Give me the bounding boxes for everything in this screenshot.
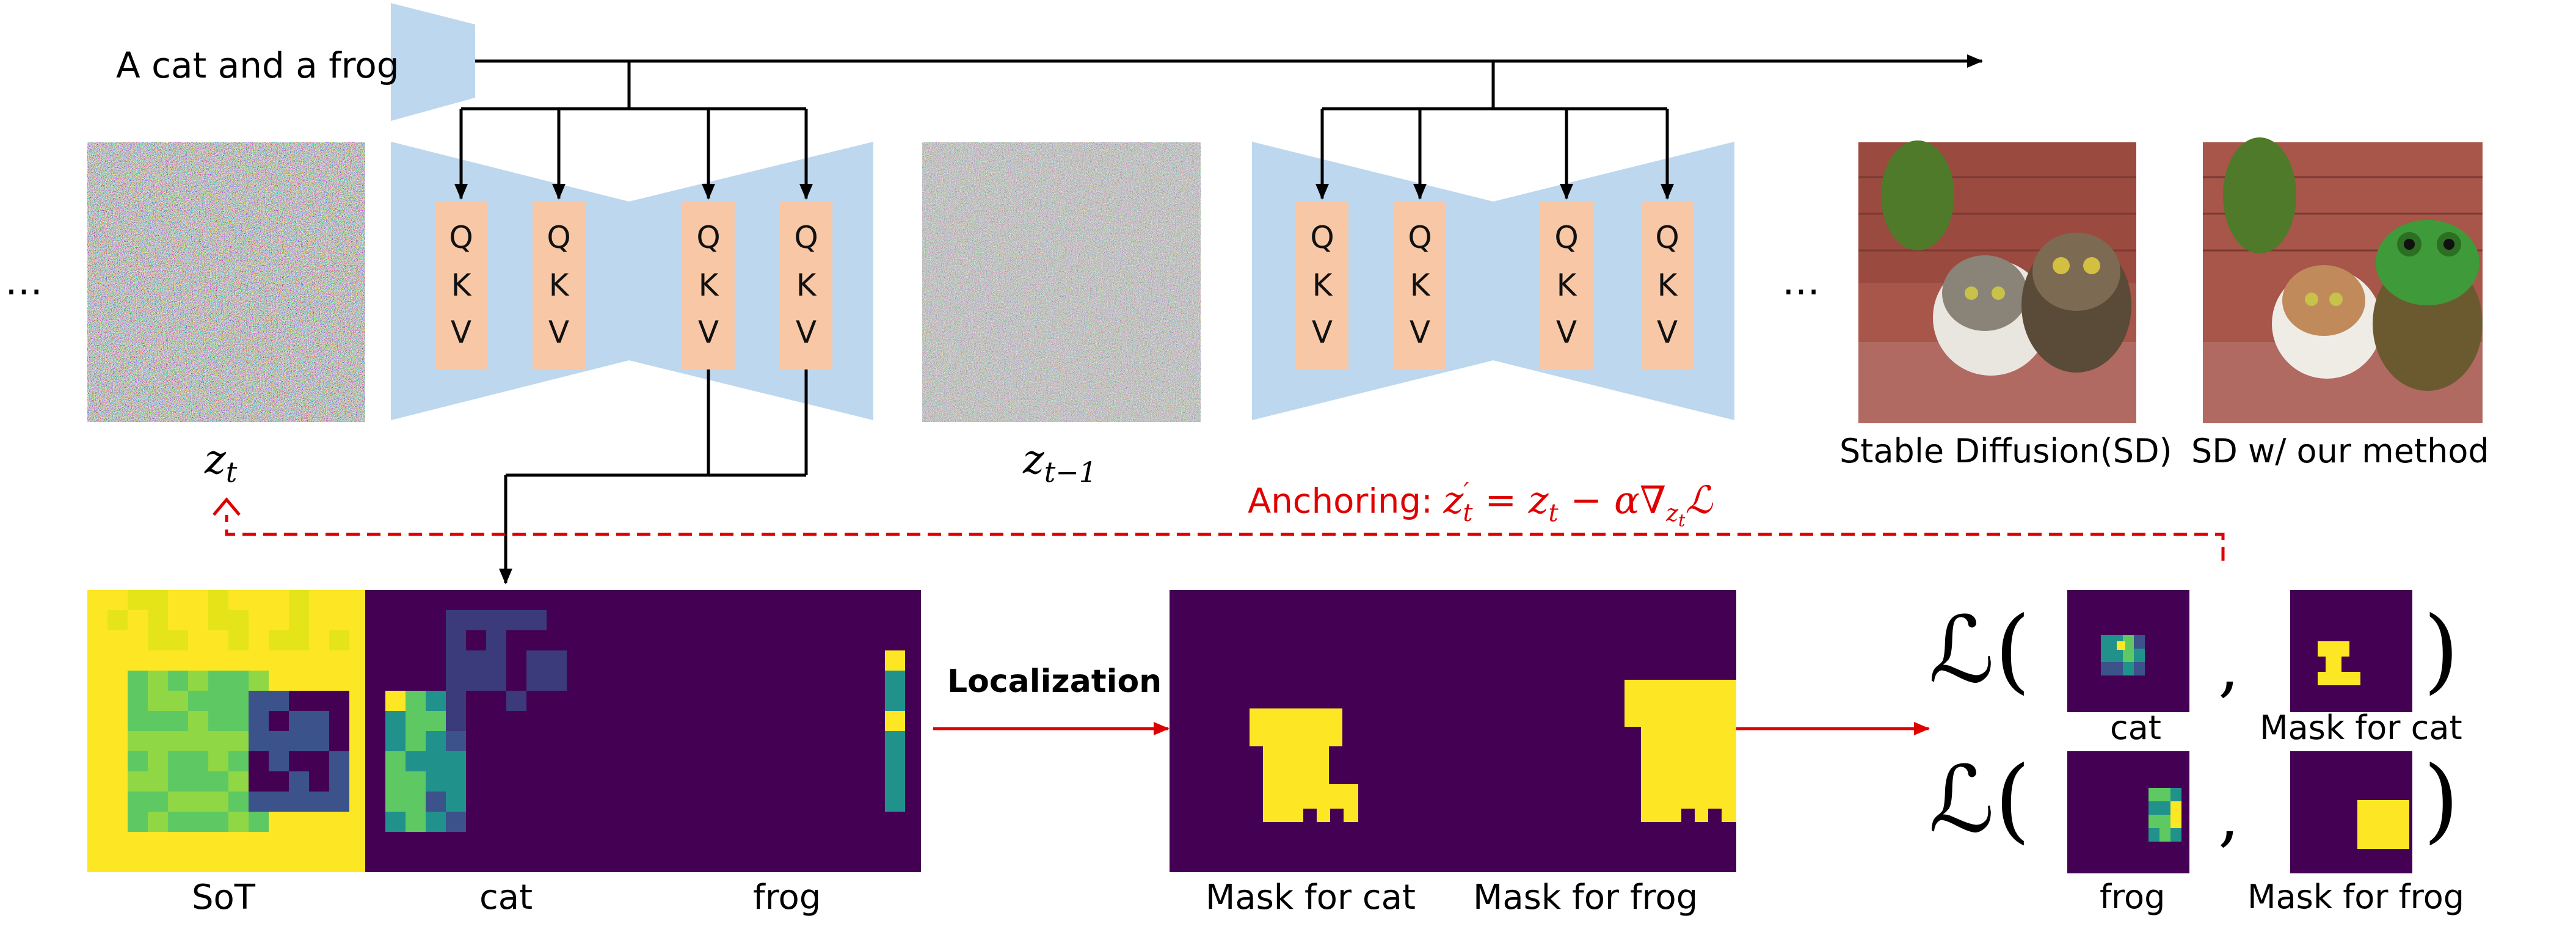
sd-output-caption: Stable Diffusion(SD) (1839, 432, 2172, 470)
loss-close-2: ) (2423, 747, 2459, 853)
v-label: V (548, 315, 570, 351)
qkv-block-1: Q K V (435, 202, 487, 370)
mask-frog-shape (1625, 680, 1736, 822)
v-label: V (697, 315, 719, 351)
anchoring-arrowhead (213, 497, 241, 516)
attention-map-strip (87, 590, 921, 872)
latent-zt-noise (87, 142, 365, 422)
v-label: V (1656, 315, 1678, 351)
qkv-block-3: Q K V (682, 202, 735, 370)
k-label: K (1410, 267, 1430, 303)
loss-map-caption-cat: cat (2110, 708, 2161, 747)
anchoring-feedback-path (225, 515, 2225, 561)
q-label: Q (794, 220, 818, 256)
unet1-conditioning-branches (454, 61, 813, 200)
v-label: V (1555, 315, 1577, 351)
q-label: Q (1310, 220, 1334, 256)
k-label: K (451, 267, 471, 303)
q-label: Q (1408, 220, 1432, 256)
loss-symbol-1: ℒ( (1929, 597, 2031, 704)
attn-caption-cat: cat (479, 878, 533, 917)
latent-zt-label: zt (205, 436, 238, 489)
latent-zt-minus-1-noise (922, 142, 1201, 422)
attn-caption-frog: frog (753, 878, 821, 917)
loss-close-1: ) (2423, 597, 2459, 704)
k-label: K (548, 267, 569, 303)
q-label: Q (1655, 220, 1679, 256)
mask-caption-frog: Mask for frog (1473, 878, 1698, 917)
k-label: K (1556, 267, 1577, 303)
q-label: Q (1554, 220, 1579, 256)
loss-mask-caption-frog: Mask for frog (2247, 878, 2465, 916)
qkv-block-5: Q K V (1296, 202, 1348, 370)
prompt-text: A cat and a frog (116, 45, 399, 86)
text-encoder (391, 3, 475, 121)
k-label: K (698, 267, 719, 303)
qkv-block-2: Q K V (533, 202, 585, 370)
q-label: Q (547, 220, 571, 256)
attn-caption-sot: SoT (192, 878, 256, 917)
mask-cat-shape (1250, 708, 1358, 822)
loss-comma-1: , (2218, 627, 2239, 705)
unet-1 (391, 142, 873, 420)
loss-symbol-2: ℒ( (1929, 747, 2031, 853)
v-label: V (450, 315, 472, 351)
loss-map-caption-frog: frog (2100, 878, 2166, 916)
ellipsis-right: … (1782, 259, 1820, 304)
k-label: K (796, 267, 817, 303)
ours-output-image (2203, 137, 2483, 423)
unet-2 (1252, 142, 1734, 420)
loss-mask-caption-cat: Mask for cat (2260, 708, 2462, 747)
qkv-block-7: Q K V (1540, 202, 1593, 370)
loss-thumb-cat-mask (2290, 590, 2412, 712)
attention-extraction-lines (499, 366, 808, 584)
qkv-block-8: Q K V (1641, 202, 1694, 370)
qkv-block-6: Q K V (1394, 202, 1446, 370)
ours-output-caption: SD w/ our method (2191, 432, 2489, 470)
loss-comma-2: , (2218, 776, 2239, 854)
v-label: V (1409, 315, 1431, 351)
loss-thumbnails (2067, 590, 2412, 873)
qkv-block-4: Q K V (780, 202, 832, 370)
k-label: K (1312, 267, 1333, 303)
anchoring-formula: z′t = zt − α∇ztℒ (1443, 477, 1713, 531)
anchoring-prefix: Anchoring: (1248, 481, 1444, 522)
v-label: V (1311, 315, 1333, 351)
q-label: Q (696, 220, 721, 256)
anchoring-label: Anchoring: z′t = zt − α∇ztℒ (1248, 479, 1712, 530)
v-label: V (795, 315, 817, 351)
localization-label: Localization (947, 663, 1162, 700)
q-label: Q (449, 220, 473, 256)
ellipsis-left: … (5, 259, 43, 304)
latent-zt-minus-1-label: zt−1 (1023, 436, 1097, 489)
attn-map-frog (643, 590, 921, 872)
mask-caption-cat: Mask for cat (1206, 878, 1416, 917)
unet2-conditioning-branches (1315, 61, 1674, 200)
k-label: K (1657, 267, 1678, 303)
sd-output-image (1858, 140, 2136, 423)
